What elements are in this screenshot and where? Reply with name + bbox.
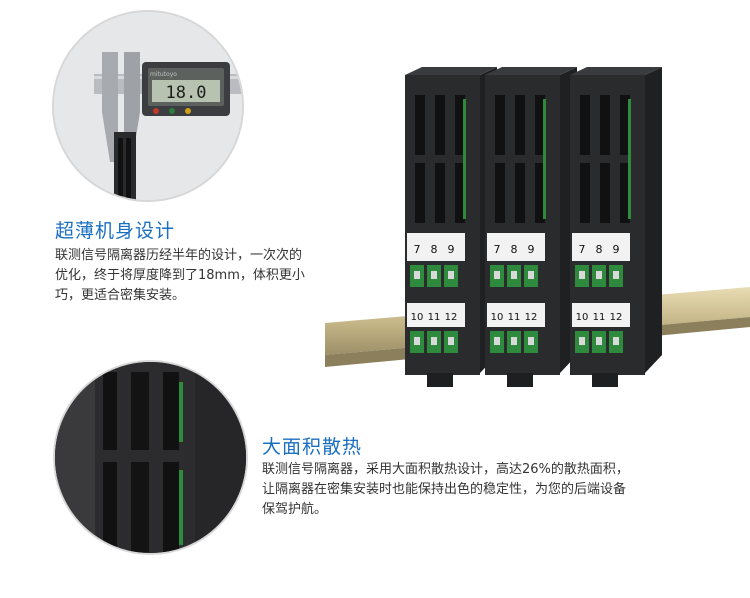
caliper-brand: mitutoyo [150, 71, 177, 78]
feature2-description: 联测信号隔离器，采用大面积散热设计，高达26%的散热面积， 让隔离器在密集安装时… [262, 460, 717, 520]
feature2-title: 大面积散热 [262, 436, 363, 458]
terminal-label: 11 [428, 312, 441, 323]
caliper-reading: 18.0 [166, 83, 207, 103]
feature1-title: 超薄机身设计 [55, 220, 176, 242]
terminal-label: 10 [491, 312, 504, 323]
terminal-label: 9 [448, 243, 455, 256]
feature2-line: 保驾护航。 [262, 502, 328, 517]
feature1-description: 联测信号隔离器历经半年的设计，一次次的 优化，终于将厚度降到了18mm，体积更小… [55, 246, 345, 306]
terminal-label: 11 [508, 312, 521, 323]
feature1-line: 巧，更适合密集安装。 [55, 288, 186, 303]
feature2-line: 让隔离器在密集安装时也能保持出色的稳定性，为您的后端设备 [262, 482, 627, 497]
terminal-label: 7 [579, 243, 586, 256]
terminal-label: 12 [525, 312, 538, 323]
terminal-label: 9 [613, 243, 620, 256]
terminal-label: 10 [576, 312, 589, 323]
terminal-label: 8 [596, 243, 603, 256]
terminal-label: 7 [494, 243, 501, 256]
caliper-illustration: mitutoyo 18.0 [54, 12, 242, 200]
feature1-line: 联测信号隔离器历经半年的设计，一次次的 [55, 248, 303, 263]
terminal-label: 8 [511, 243, 518, 256]
terminal-label: 8 [431, 243, 438, 256]
vents-inset-image [53, 360, 248, 555]
vents-closeup [55, 362, 246, 553]
feature2-line: 联测信号隔离器，采用大面积散热设计，高达26%的散热面积， [262, 462, 629, 477]
terminal-label: 12 [610, 312, 623, 323]
terminal-label: 10 [411, 312, 424, 323]
terminal-label: 9 [528, 243, 535, 256]
terminal-label: 7 [414, 243, 421, 256]
caliper-inset-image: mitutoyo 18.0 [52, 10, 244, 202]
feature1-line: 优化，终于将厚度降到了18mm，体积更小 [55, 268, 305, 283]
terminal-label: 12 [445, 312, 458, 323]
terminal-label: 11 [593, 312, 606, 323]
